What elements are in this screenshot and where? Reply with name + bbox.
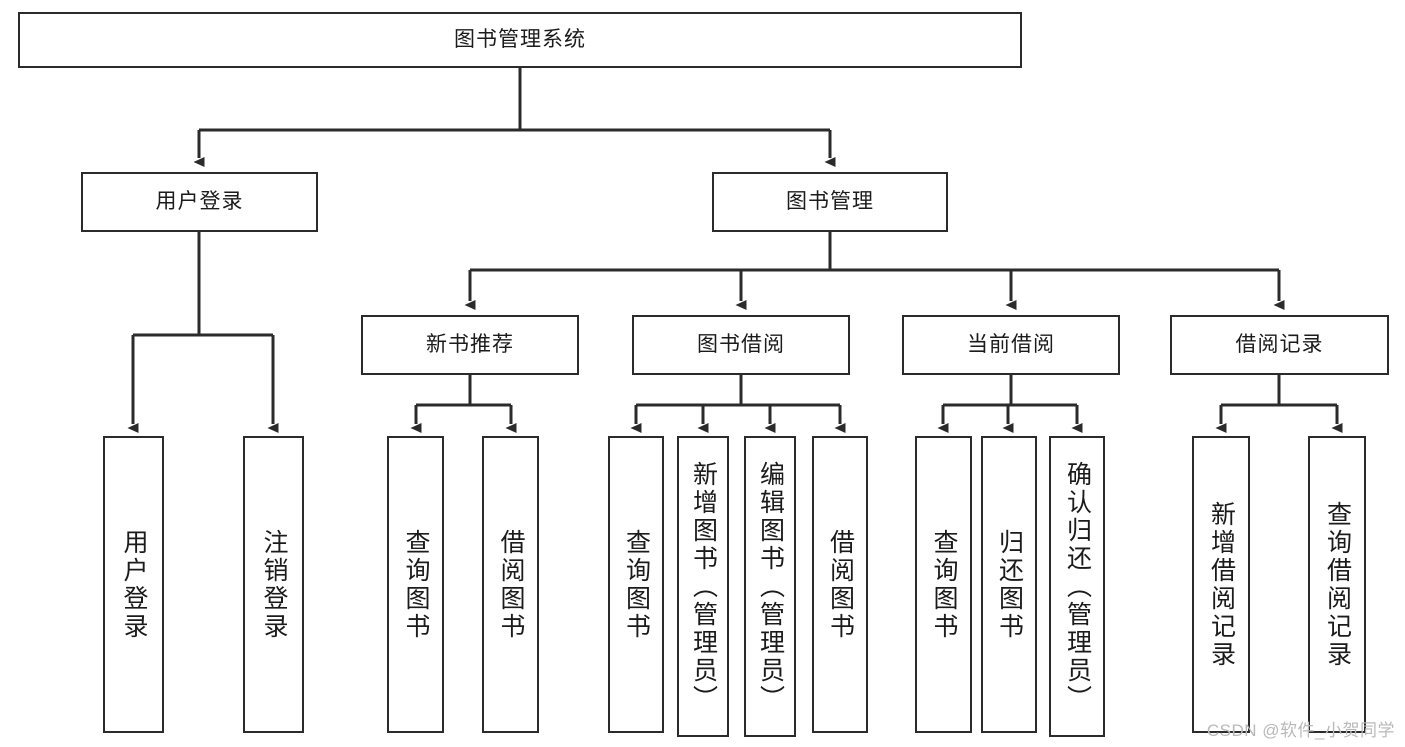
node-label: 新书推荐	[426, 333, 514, 357]
leaf-logout[interactable]: 注销登录	[243, 436, 304, 733]
node-label: 查询借阅记录	[1323, 500, 1352, 669]
leaf-cb-query-book[interactable]: 查询图书	[915, 436, 972, 733]
leaf-bb-borrow-book[interactable]: 借阅图书	[812, 436, 868, 733]
leaf-br-add-record[interactable]: 新增借阅记录	[1192, 436, 1250, 733]
leaf-bb-query-book[interactable]: 查询图书	[608, 436, 664, 733]
leaf-bb-add-book-admin[interactable]: 新增图书（管理员）	[677, 436, 729, 737]
node-label: 归还图书	[995, 528, 1024, 641]
node-label: 用户登录	[120, 528, 148, 641]
node-label: 新增借阅记录	[1207, 500, 1236, 669]
node-label: 用户登录	[155, 190, 244, 214]
node-label: 借阅记录	[1235, 333, 1324, 357]
node-new-book-recommend[interactable]: 新书推荐	[361, 315, 579, 375]
node-label: 注销登录	[260, 528, 288, 641]
node-label: 图书借阅	[697, 333, 785, 357]
leaf-br-query-record[interactable]: 查询借阅记录	[1308, 436, 1366, 733]
csdn-watermark: CSDN @软件_小贺同学	[1206, 721, 1395, 740]
leaf-bb-edit-book-admin[interactable]: 编辑图书（管理员）	[744, 436, 796, 737]
node-label: 当前借阅	[967, 333, 1055, 357]
node-user-login[interactable]: 用户登录	[81, 172, 318, 232]
node-current-borrow[interactable]: 当前借阅	[902, 315, 1120, 375]
node-label: 查询图书	[622, 528, 651, 641]
node-label: 新增图书（管理员）	[689, 460, 718, 713]
leaf-user-login[interactable]: 用户登录	[103, 436, 164, 733]
leaf-cb-confirm-return-admin[interactable]: 确认归还（管理员）	[1049, 436, 1105, 737]
leaf-cb-return-book[interactable]: 归还图书	[981, 436, 1037, 733]
node-label: 确认归还（管理员）	[1063, 460, 1092, 713]
node-label: 编辑图书（管理员）	[756, 460, 785, 713]
leaf-nb-query-book[interactable]: 查询图书	[387, 436, 444, 733]
leaf-nb-borrow-book[interactable]: 借阅图书	[482, 436, 539, 733]
node-root-book-management-system[interactable]: 图书管理系统	[18, 12, 1022, 68]
node-borrow-record[interactable]: 借阅记录	[1170, 315, 1389, 375]
node-label: 借阅图书	[826, 528, 855, 641]
node-label: 查询图书	[402, 528, 430, 641]
node-label: 图书管理系统	[454, 28, 586, 52]
node-label: 借阅图书	[497, 528, 525, 641]
node-label: 图书管理	[786, 190, 874, 214]
node-book-management[interactable]: 图书管理	[712, 172, 948, 232]
node-book-borrow[interactable]: 图书借阅	[632, 315, 850, 375]
node-label: 查询图书	[930, 528, 958, 641]
